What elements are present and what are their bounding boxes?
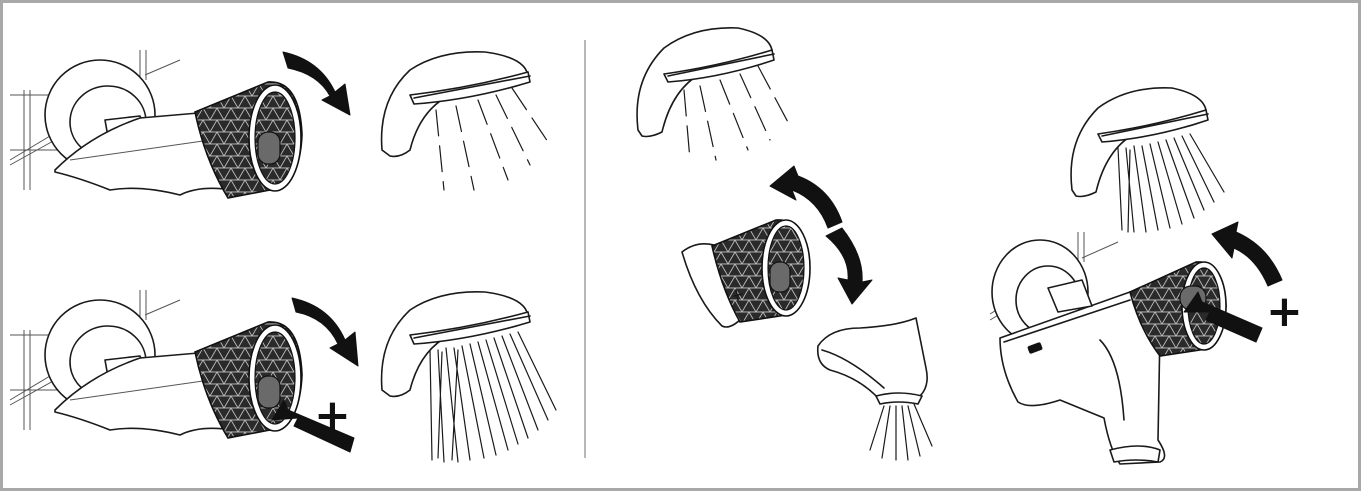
curved-arrow-down-icon	[826, 228, 872, 304]
panel-diverter	[637, 28, 932, 460]
shower-head-icon	[637, 28, 774, 137]
panel-bottom-left: +	[10, 290, 556, 462]
shower-spray-soft	[684, 66, 790, 160]
spout-spray	[870, 404, 932, 460]
shower-spray-strong	[1118, 134, 1224, 232]
curved-arrow-up-icon	[1212, 222, 1282, 286]
curved-arrow-icon	[292, 298, 358, 366]
plus-symbol: +	[1266, 286, 1303, 337]
shower-head-icon	[382, 52, 530, 157]
shower-spray-strong	[430, 332, 556, 462]
plus-symbol: +	[314, 390, 351, 441]
shower-spray-soft	[436, 88, 550, 190]
spout-icon	[818, 318, 927, 404]
panel-mixer: +	[990, 88, 1303, 464]
thermostat-grip-icon	[682, 220, 810, 327]
curved-arrow-up-icon	[770, 166, 842, 228]
panel-top-left	[10, 50, 550, 198]
shower-head-icon	[1071, 88, 1208, 197]
